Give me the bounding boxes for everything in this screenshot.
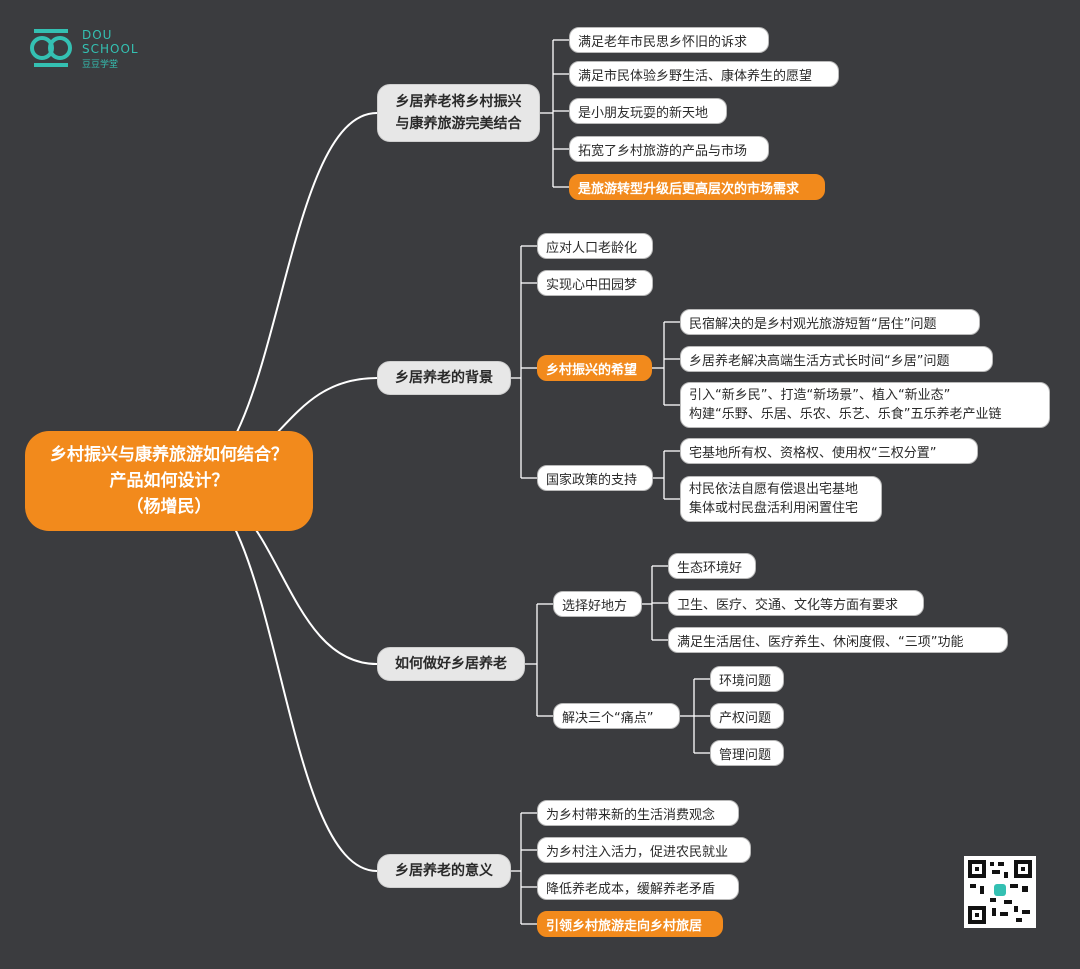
leaf-topic-text-line: 满足生活居住、医疗养生、休闲度假、“三项”功能 [677,634,964,650]
branch-bracket [540,39,569,188]
branch-link [183,480,378,872]
root-topic: 乡村振兴与康养旅游如何结合？ 产品如何设计？ （杨增民） [25,431,313,531]
leaf-topic-text-line: 管理问题 [719,747,772,763]
leaf-topic-text-line: 民宿解决的是乡村观光旅游短暂“居住”问题 [689,316,937,332]
subtopic-text-line: 解决三个“痛点” [562,710,654,726]
leaf-topic-text-line: 环境问题 [719,673,772,689]
branch-bracket [511,245,537,479]
leaf-topic: 村民依法自愿有偿退出宅基地集体或村民盘活利用闲置住宅 [680,476,882,522]
leaf-topic-text-line: 生态环境好 [677,560,743,576]
branch-topic: 乡居养老的意义 [377,854,511,888]
leaf-topic-text-line: 宅基地所有权、资格权、使用权“三权分置” [689,445,937,461]
leaf-topic: 管理问题 [710,740,784,766]
branch-topic: 如何做好乡居养老 [377,647,525,681]
leaf-topic: 生态环境好 [668,553,756,579]
branch-topic-text-line: 乡居养老的意义 [395,863,493,879]
leaf-topic-text-line: 集体或村民盘活利用闲置住宅 [689,501,859,516]
leaf-topic-text-line: 为乡村带来新的生活消费观念 [546,807,716,823]
branch-topic-text-line: 如何做好乡居养老 [395,656,507,672]
leaf-topic-text-line: 引入“新乡民”、打造“新场景”、植入“新业态” [689,388,951,403]
branch-topic: 乡居养老将乡村振兴与康养旅游完美结合 [377,84,540,142]
subtopic: 乡村振兴的希望 [537,355,652,381]
leaf-topic: 为乡村注入活力，促进农民就业 [537,837,751,863]
qr-code-icon [964,856,1036,928]
leaf-topic-text-line: 卫生、医疗、交通、文化等方面有要求 [677,597,899,613]
leaf-topic: 环境问题 [710,666,784,692]
subtopic-bracket [680,678,710,754]
branch-topic-text-line: 乡居养老的背景 [395,370,493,386]
leaf-topic: 实现心中田园梦 [537,270,653,296]
subtopic: 解决三个“痛点” [553,703,680,729]
leaf-topic: 为乡村带来新的生活消费观念 [537,800,739,826]
branch-topic-text-line: 与康养旅游完美结合 [395,116,522,132]
leaf-topic: 宅基地所有权、资格权、使用权“三权分置” [680,438,978,464]
leaf-topic-text-line: 产权问题 [719,710,772,726]
logo-text-dou: DOU [82,28,113,42]
logo-mark-icon [30,29,72,67]
leaf-topic-text-line: 是小朋友玩耍的新天地 [578,105,709,121]
leaf-topic-text-line: 是旅游转型升级后更高层次的市场需求 [578,181,800,197]
leaf-topic: 满足市民体验乡野生活、康体养生的愿望 [569,61,839,87]
leaf-topic: 是旅游转型升级后更高层次的市场需求 [569,174,825,200]
leaf-topic: 乡居养老解决高端生活方式长时间“乡居”问题 [680,346,993,372]
branch-topic-text-line: 乡居养老将乡村振兴 [395,94,522,110]
leaf-topic-text-line: 拓宽了乡村旅游的产品与市场 [578,143,748,159]
subtopic-bracket [652,321,680,406]
subtopic-text-line: 国家政策的支持 [546,472,638,488]
branch-topic: 乡居养老的背景 [377,361,511,395]
leaf-topic-text-line: 为乡村注入活力，促进农民就业 [546,844,729,860]
subtopic: 国家政策的支持 [537,465,653,491]
leaf-topic: 应对人口老龄化 [537,233,653,259]
subtopic-bracket [642,565,668,641]
leaf-topic: 引领乡村旅游走向乡村旅居 [537,911,723,937]
leaf-topic-text-line: 降低养老成本，缓解养老矛盾 [546,881,716,897]
leaf-topic: 满足老年市民思乡怀旧的诉求 [569,27,769,53]
leaf-topic: 卫生、医疗、交通、文化等方面有要求 [668,590,924,616]
leaf-topic: 降低养老成本，缓解养老矛盾 [537,874,739,900]
leaf-topic-text-line: 实现心中田园梦 [546,277,638,293]
leaf-topic: 拓宽了乡村旅游的产品与市场 [569,136,769,162]
branch-bracket [525,603,553,717]
leaf-topic-text-line: 村民依法自愿有偿退出宅基地 [689,482,859,497]
leaf-topic: 引入“新乡民”、打造“新场景”、植入“新业态” 构建“乐野、乐居、乐农、乐艺、乐食… [680,382,1050,428]
logo-text-school: SCHOOL [82,42,139,56]
leaf-topic: 民宿解决的是乡村观光旅游短暂“居住”问题 [680,309,980,335]
dou-school-logo: DOU SCHOOL 豆豆学堂 [28,26,148,76]
leaf-topic-text-line: 引领乡村旅游走向乡村旅居 [546,918,703,934]
leaf-topic-text-line: 应对人口老龄化 [546,240,638,256]
leaf-topic: 满足生活居住、医疗养生、休闲度假、“三项”功能 [668,627,1008,653]
leaf-topic-text-line: 满足市民体验乡野生活、康体养生的愿望 [578,68,813,84]
leaf-topic-text-line: 满足老年市民思乡怀旧的诉求 [578,34,748,50]
subtopic-bracket [653,450,680,500]
root-topic-text-line: 乡村振兴与康养旅游如何结合？ [50,445,288,465]
leaf-topic: 产权问题 [710,703,784,729]
branch-bracket [511,812,537,925]
root-topic-text-line: 产品如何设计？ [109,471,229,491]
leaf-topic: 是小朋友玩耍的新天地 [569,98,727,124]
subtopic-text-line: 选择好地方 [562,598,628,614]
root-topic-text-line: （杨增民） [126,497,212,517]
subtopic-text-line: 乡村振兴的希望 [546,362,638,378]
leaf-topic-text-line: 乡居养老解决高端生活方式长时间“乡居”问题 [689,353,950,369]
subtopic: 选择好地方 [553,591,642,617]
leaf-topic-text-line: 构建“乐野、乐居、乐农、乐艺、乐食”五乐养老产业链 [689,407,1002,422]
branch-link [183,112,378,482]
logo-text-cn: 豆豆学堂 [82,60,119,70]
